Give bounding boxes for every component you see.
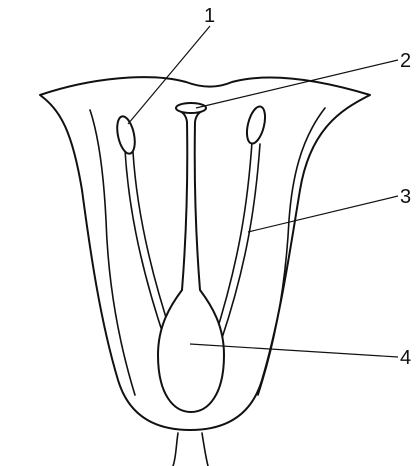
label-2: 2 <box>400 50 411 72</box>
label-3: 3 <box>400 186 411 208</box>
stalk <box>173 433 208 466</box>
label-4: 4 <box>400 347 411 369</box>
label-1: 1 <box>204 5 215 27</box>
stigma <box>176 103 206 113</box>
